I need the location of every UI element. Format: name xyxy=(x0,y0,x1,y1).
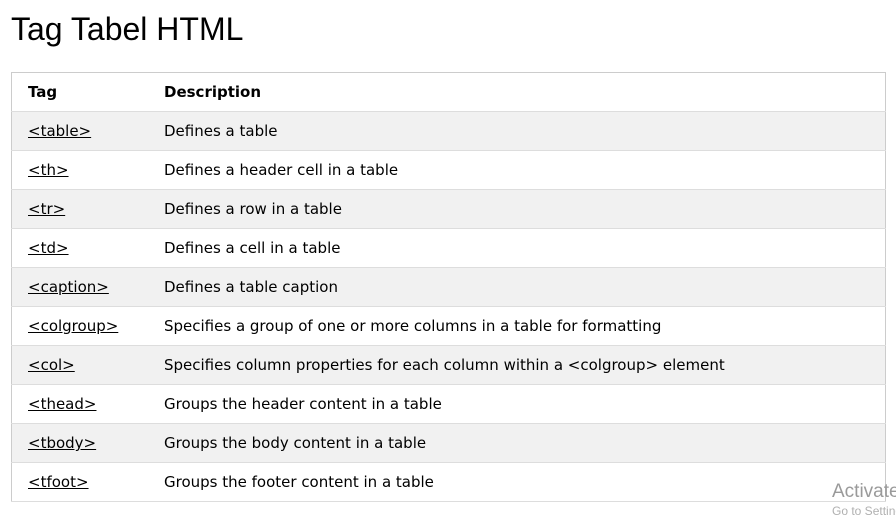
description-cell: Groups the header content in a table xyxy=(148,384,886,424)
tag-link-caption[interactable]: <caption> xyxy=(28,278,109,296)
activation-watermark-subtext: Go to Settings xyxy=(832,504,896,518)
tag-cell: <tbody> xyxy=(11,423,148,463)
tag-cell: <tfoot> xyxy=(11,462,148,502)
activation-watermark: Activate xyxy=(832,481,896,502)
tag-cell: <caption> xyxy=(11,267,148,307)
tag-cell: <td> xyxy=(11,228,148,268)
tag-link-col[interactable]: <col> xyxy=(28,356,75,374)
table-row: <tr> Defines a row in a table xyxy=(11,189,886,229)
tag-reference-table: Tag Description <table> Defines a table … xyxy=(11,72,886,502)
table-row: <caption> Defines a table caption xyxy=(11,267,886,307)
tag-link-th[interactable]: <th> xyxy=(28,161,69,179)
table-row: <td> Defines a cell in a table xyxy=(11,228,886,268)
description-cell: Defines a header cell in a table xyxy=(148,150,886,190)
tag-cell: <tr> xyxy=(11,189,148,229)
description-cell: Defines a table xyxy=(148,111,886,151)
description-cell: Defines a cell in a table xyxy=(148,228,886,268)
tag-link-colgroup[interactable]: <colgroup> xyxy=(28,317,119,335)
description-cell: Defines a table caption xyxy=(148,267,886,307)
tag-link-thead[interactable]: <thead> xyxy=(28,395,97,413)
column-header-description: Description xyxy=(148,72,886,112)
table-row: <table> Defines a table xyxy=(11,111,886,151)
tag-cell: <colgroup> xyxy=(11,306,148,346)
tag-link-tr[interactable]: <tr> xyxy=(28,200,66,218)
description-cell: Groups the footer content in a table xyxy=(148,462,886,502)
tag-cell: <col> xyxy=(11,345,148,385)
description-cell: Specifies column properties for each col… xyxy=(148,345,886,385)
tag-cell: <th> xyxy=(11,150,148,190)
tag-link-table[interactable]: <table> xyxy=(28,122,92,140)
description-cell: Specifies a group of one or more columns… xyxy=(148,306,886,346)
tag-link-tbody[interactable]: <tbody> xyxy=(28,434,97,452)
table-row: <thead> Groups the header content in a t… xyxy=(11,384,886,424)
tag-link-td[interactable]: <td> xyxy=(28,239,69,257)
table-row: <col> Specifies column properties for ea… xyxy=(11,345,886,385)
description-cell: Defines a row in a table xyxy=(148,189,886,229)
table-row: <tfoot> Groups the footer content in a t… xyxy=(11,462,886,502)
page-title: Tag Tabel HTML xyxy=(11,11,244,47)
table-row: <th> Defines a header cell in a table xyxy=(11,150,886,190)
tag-cell: <thead> xyxy=(11,384,148,424)
description-cell: Groups the body content in a table xyxy=(148,423,886,463)
tag-cell: <table> xyxy=(11,111,148,151)
column-header-tag: Tag xyxy=(11,72,148,112)
table-row: <tbody> Groups the body content in a tab… xyxy=(11,423,886,463)
table-row: <colgroup> Specifies a group of one or m… xyxy=(11,306,886,346)
tag-link-tfoot[interactable]: <tfoot> xyxy=(28,473,89,491)
table-header-row: Tag Description xyxy=(11,72,886,112)
